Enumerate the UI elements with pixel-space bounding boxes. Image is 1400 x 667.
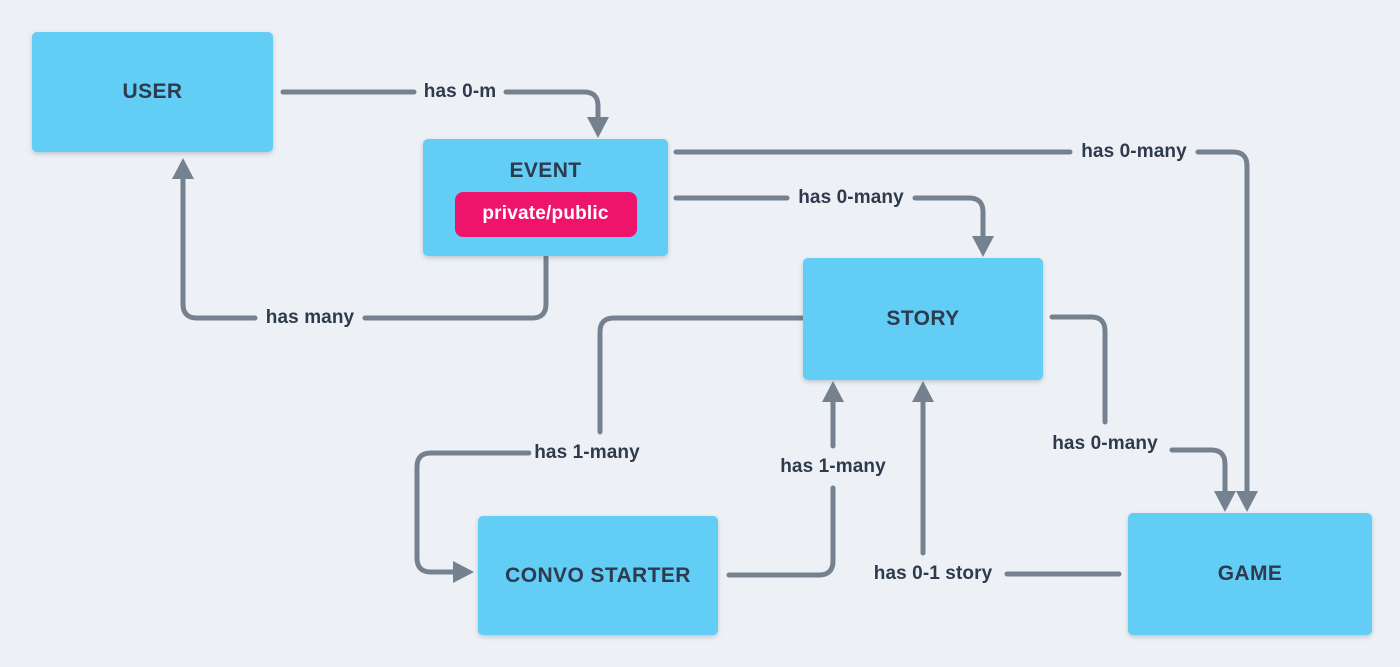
arrowhead-down-icon bbox=[587, 117, 609, 138]
edge-game-story[interactable] bbox=[912, 381, 1122, 577]
arrowhead-up-icon bbox=[172, 158, 194, 179]
edge-story-game[interactable] bbox=[1049, 314, 1236, 512]
edge-label-event-game[interactable]: has 0-many bbox=[1078, 140, 1190, 164]
edge-segment bbox=[1049, 314, 1108, 425]
edge-segment bbox=[597, 315, 805, 435]
edge-segment bbox=[503, 89, 601, 122]
edge-event-user[interactable] bbox=[172, 158, 549, 321]
edge-segment bbox=[362, 254, 549, 321]
edge-label-event-user[interactable]: has many bbox=[262, 306, 358, 330]
edge-segment bbox=[414, 450, 532, 575]
edge-segment bbox=[180, 174, 258, 321]
edge-label-event-story[interactable]: has 0-many bbox=[795, 186, 907, 210]
edge-user-event[interactable] bbox=[280, 89, 609, 138]
private-public-badge: private/public bbox=[454, 191, 637, 237]
arrowhead-right-icon bbox=[453, 561, 474, 583]
edge-story-convo-starter[interactable] bbox=[414, 315, 805, 583]
node-title: GAME bbox=[1217, 562, 1283, 585]
edge-label-game-story[interactable]: has 0-1 story bbox=[870, 562, 996, 586]
node-title: EVENT bbox=[509, 158, 582, 182]
arrowhead-up-icon bbox=[912, 381, 934, 402]
arrowhead-down-icon bbox=[1214, 491, 1236, 512]
node-title: CONVO STARTER bbox=[505, 563, 691, 587]
edge-label-convo-starter-story[interactable]: has 1-many bbox=[777, 455, 889, 479]
edge-segment bbox=[1169, 447, 1228, 496]
edge-event-story[interactable] bbox=[673, 195, 994, 257]
arrowhead-down-icon bbox=[972, 236, 994, 257]
node-user[interactable]: USER bbox=[32, 32, 273, 152]
node-game[interactable]: GAME bbox=[1128, 513, 1372, 635]
node-title: STORY bbox=[886, 307, 960, 330]
edge-label-story-convo-starter[interactable]: has 1-many bbox=[531, 441, 643, 465]
edge-event-game[interactable] bbox=[673, 149, 1258, 512]
edge-segment bbox=[726, 485, 836, 578]
edge-convo-starter-story[interactable] bbox=[726, 381, 844, 578]
edge-segment bbox=[1195, 149, 1250, 496]
arrowhead-down-icon bbox=[1236, 491, 1258, 512]
node-convo-starter[interactable]: CONVO STARTER bbox=[478, 516, 718, 635]
edge-label-story-game[interactable]: has 0-many bbox=[1049, 432, 1161, 456]
arrowhead-up-icon bbox=[822, 381, 844, 402]
node-story[interactable]: STORY bbox=[803, 258, 1043, 380]
edge-segment bbox=[912, 195, 986, 242]
node-title: USER bbox=[122, 80, 183, 103]
node-event[interactable]: EVENT private/public bbox=[423, 139, 668, 256]
edge-label-user-event[interactable]: has 0-m bbox=[420, 80, 500, 104]
